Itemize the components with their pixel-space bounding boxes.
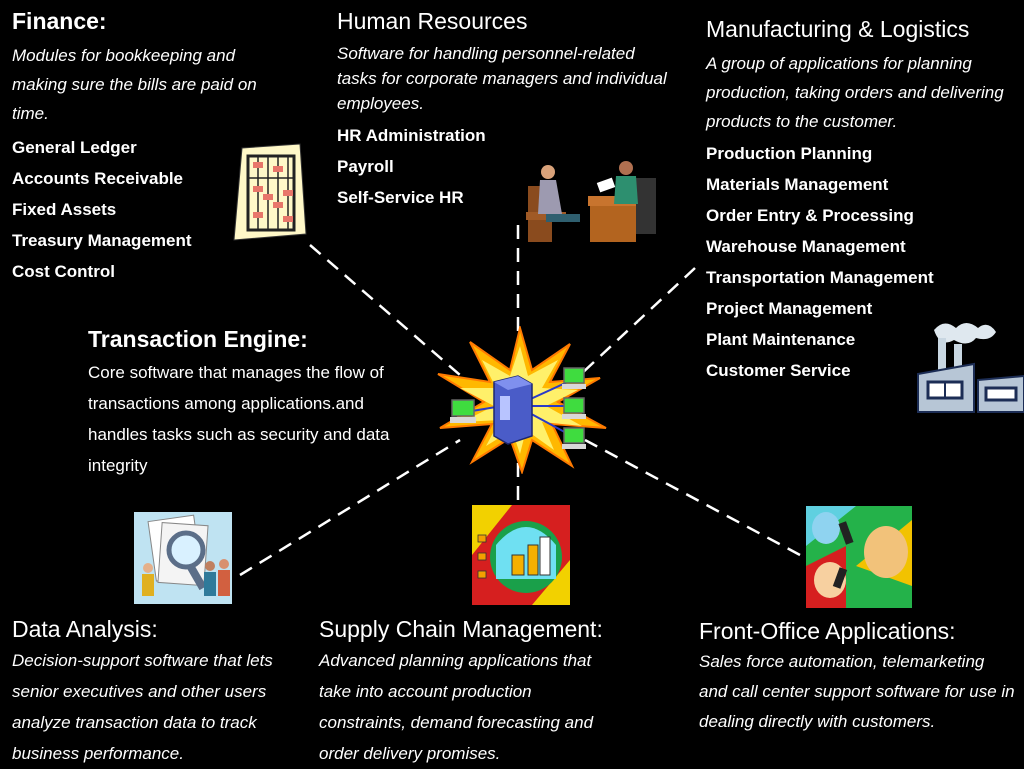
hr-title: Human Resources xyxy=(337,8,528,34)
data-analysis-section: Data Analysis: Decision-support software… xyxy=(12,616,302,769)
transaction-engine-description: Core software that manages the flow of t… xyxy=(88,363,390,475)
hr-item: HR Administration xyxy=(337,126,486,145)
finance-item: Fixed Assets xyxy=(12,200,117,219)
manufacturing-item: Production Planning xyxy=(706,144,873,163)
manufacturing-item: Project Management xyxy=(706,299,873,318)
manufacturing-item: Transportation Management xyxy=(706,268,934,287)
manufacturing-item: Order Entry & Processing xyxy=(706,206,914,225)
transaction-engine-section: Transaction Engine: Core software that m… xyxy=(88,326,408,481)
connector-manufacturing xyxy=(579,267,696,376)
finance-item: Cost Control xyxy=(12,262,115,281)
supply-chain-section: Supply Chain Management: Advanced planni… xyxy=(319,616,659,769)
transaction-engine-title: Transaction Engine: xyxy=(88,326,308,352)
abacus-icon xyxy=(233,143,307,241)
magnifier-people-icon xyxy=(134,512,232,604)
hr-description: Software for handling personnel-related … xyxy=(337,44,667,113)
manufacturing-title: Manufacturing & Logistics xyxy=(706,16,970,42)
data-analysis-title: Data Analysis: xyxy=(12,616,158,642)
supply-chain-description: Advanced planning applications that take… xyxy=(319,651,594,763)
finance-title: Finance: xyxy=(12,8,107,34)
finance-modules: General Ledger Accounts Receivable Fixed… xyxy=(12,132,302,287)
hr-section: Human Resources Software for handling pe… xyxy=(337,8,667,213)
interview-icon xyxy=(526,161,656,242)
connector-front-office xyxy=(584,438,801,557)
hr-modules: HR Administration Payroll Self-Service H… xyxy=(337,120,667,213)
manufacturing-item: Customer Service xyxy=(706,361,851,380)
manufacturing-section: Manufacturing & Logistics A group of app… xyxy=(706,16,1024,386)
telemarketing-icon xyxy=(806,506,912,608)
finance-item: General Ledger xyxy=(12,138,137,157)
manufacturing-item: Materials Management xyxy=(706,175,889,194)
finance-section: Finance: Modules for bookkeeping and mak… xyxy=(12,8,302,287)
manufacturing-item: Plant Maintenance xyxy=(706,330,856,349)
finance-item: Treasury Management xyxy=(12,231,192,250)
manufacturing-description: A group of applications for planning pro… xyxy=(706,54,1004,131)
manufacturing-modules: Production Planning Materials Management… xyxy=(706,138,1024,386)
manufacturing-item: Warehouse Management xyxy=(706,237,906,256)
connector-data-analysis xyxy=(239,438,461,577)
connector-finance xyxy=(309,244,461,376)
supply-chain-title: Supply Chain Management: xyxy=(319,616,603,642)
front-office-description: Sales force automation, telemarketing an… xyxy=(699,652,1015,731)
server-network-icon xyxy=(437,326,607,474)
front-office-section: Front-Office Applications: Sales force a… xyxy=(699,618,1024,737)
factory-icon xyxy=(917,323,1024,413)
supply-chain-icon xyxy=(472,505,570,605)
workstation-icons xyxy=(450,367,586,449)
data-analysis-description: Decision-support software that lets seni… xyxy=(12,651,273,763)
hr-item: Payroll xyxy=(337,157,394,176)
hr-item: Self-Service HR xyxy=(337,188,464,207)
finance-description: Modules for bookkeeping and making sure … xyxy=(12,46,257,123)
front-office-title: Front-Office Applications: xyxy=(699,618,956,644)
finance-item: Accounts Receivable xyxy=(12,169,184,188)
